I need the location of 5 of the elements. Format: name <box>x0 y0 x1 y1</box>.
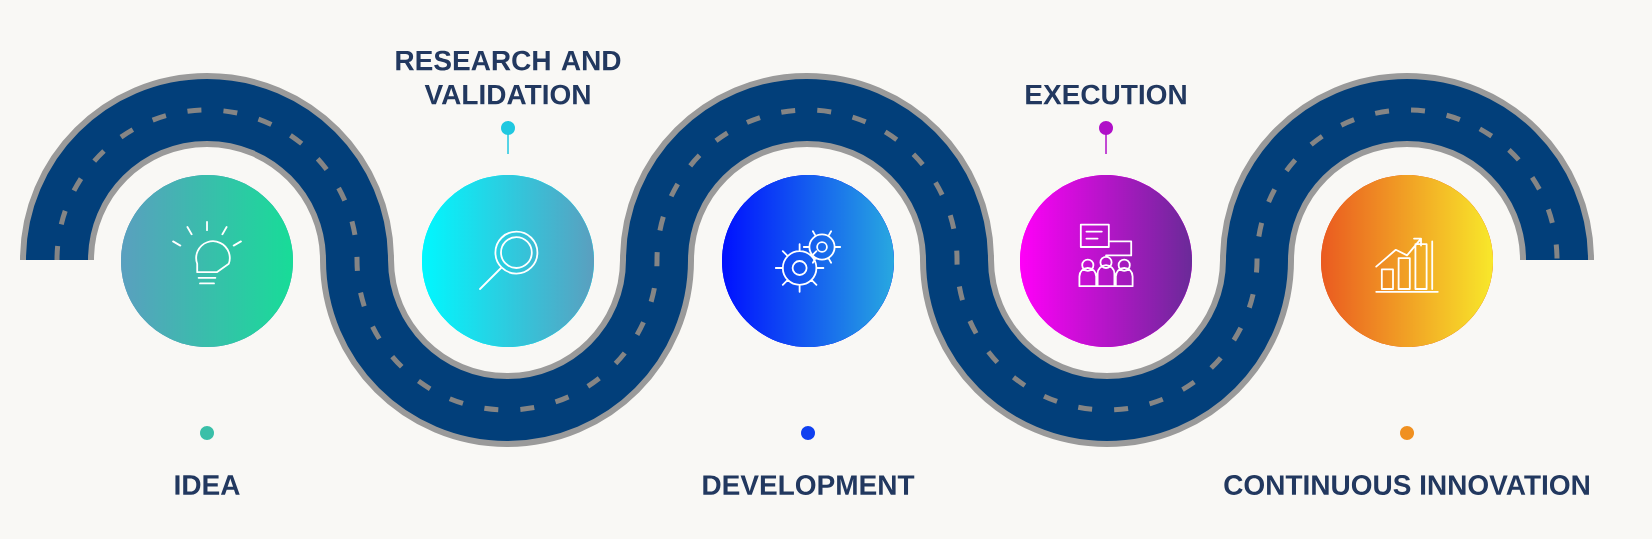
step-label: CONTINUOUS INNOVATION <box>1224 475 1589 495</box>
step-label: RESEARCH AND VALIDATION <box>396 50 621 105</box>
step-label: EXECUTION <box>1026 84 1186 105</box>
step-label: IDEA <box>175 475 240 495</box>
step-label: DEVELOPMENT <box>703 475 915 495</box>
